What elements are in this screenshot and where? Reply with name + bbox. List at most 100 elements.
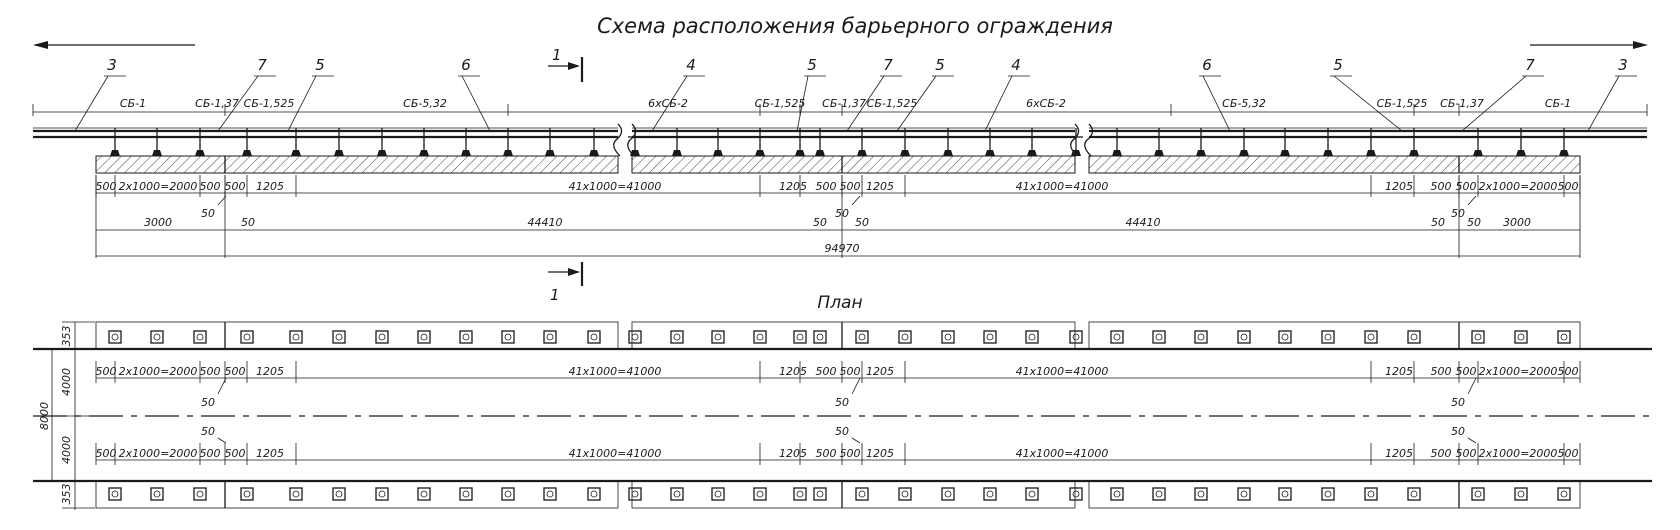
section-mark-bottom: 1 [548, 262, 584, 304]
plan-post [332, 487, 346, 501]
plan-post [1237, 330, 1251, 344]
plan-post-dimension: 1205 [256, 447, 284, 460]
plan-row-top [95, 321, 1581, 350]
dim-offset-bottom: 353 [60, 484, 73, 505]
plan-title: План [817, 293, 862, 313]
plan-post-dimension: 1205 [779, 365, 807, 378]
post [1025, 128, 1039, 156]
post [543, 128, 557, 156]
plan-post [670, 330, 684, 344]
plan-post [711, 487, 725, 501]
overall-dimension: 50 [855, 216, 869, 229]
segment-label: 6хСБ-2 [1026, 97, 1066, 110]
plan-post [983, 330, 997, 344]
callout-number: 5 [807, 56, 817, 74]
post [1278, 128, 1292, 156]
plan-post [1194, 487, 1208, 501]
plan-post [150, 487, 164, 501]
post-dimension: 500 [816, 180, 837, 193]
plan-post [150, 330, 164, 344]
segment-label: СБ-1,37 [1440, 97, 1484, 110]
plan-post [1557, 330, 1571, 344]
gap-dimension: 50 [201, 207, 215, 220]
post [1110, 128, 1124, 156]
total-length: 94970 [825, 242, 860, 255]
plan-post [1471, 330, 1485, 344]
callout-number: 4 [1011, 56, 1021, 74]
plan-post-dimension: 500 [96, 365, 117, 378]
post-dimension: 1205 [256, 180, 284, 193]
plan-post [1025, 487, 1039, 501]
plan-post [670, 487, 684, 501]
post [1152, 128, 1166, 156]
post-dimension: 1205 [779, 180, 807, 193]
plan-post-dimension: 1205 [866, 447, 894, 460]
post-dimension: 500 [225, 180, 246, 193]
plan-gap-dimension: 50 [1451, 396, 1465, 409]
plan-post [855, 487, 869, 501]
plan-post [108, 330, 122, 344]
plan-post [1471, 487, 1485, 501]
callout-number: 6 [1202, 56, 1212, 74]
plan-post [332, 330, 346, 344]
post [983, 128, 997, 156]
plan-post [898, 330, 912, 344]
segment-label: СБ-1,525 [1377, 97, 1428, 110]
direction-arrow-right [1530, 41, 1648, 49]
dim-half-width-bottom: 4000 [60, 436, 73, 464]
plan-post [941, 487, 955, 501]
plan-post [543, 487, 557, 501]
gap-dimension: 50 [1451, 207, 1465, 220]
plan-post [375, 330, 389, 344]
post [793, 128, 807, 156]
plan-post-dimension: 2x1000=2000 [1479, 447, 1558, 460]
post [1557, 128, 1571, 156]
plan-gap-dimension: 50 [1451, 425, 1465, 438]
plan-gap-dimension: 50 [201, 425, 215, 438]
overall-dimension: 44410 [1126, 216, 1161, 229]
post [417, 128, 431, 156]
segment-label: СБ-5,32 [1222, 97, 1266, 110]
plan-post-dimension: 500 [1558, 447, 1579, 460]
post [1364, 128, 1378, 156]
post-dimension: 2x1000=2000 [119, 180, 198, 193]
plan-row-bottom [95, 480, 1581, 509]
plan-post [1514, 330, 1528, 344]
overall-dimension: 50 [241, 216, 255, 229]
plan-post-dimension: 41x1000=41000 [569, 365, 662, 378]
plan-post-dimension: 500 [225, 365, 246, 378]
plan-post [1514, 487, 1528, 501]
post [150, 128, 164, 156]
plan-post [289, 330, 303, 344]
segment-label: СБ-1 [120, 97, 146, 110]
plan-post [813, 330, 827, 344]
plan-post [1069, 487, 1083, 501]
plan-post [941, 330, 955, 344]
drawing-title: Схема расположения барьерного ограждения [597, 14, 1113, 38]
plan-post [417, 330, 431, 344]
plan-post [1321, 487, 1335, 501]
plan-post [753, 330, 767, 344]
post [1514, 128, 1528, 156]
plan-post [1364, 330, 1378, 344]
plan-post [753, 487, 767, 501]
plan-post-dimension: 500 [816, 447, 837, 460]
plan-post-dimension: 1205 [866, 365, 894, 378]
plan-post [711, 330, 725, 344]
dim-half-width-top: 4000 [60, 368, 73, 396]
segment-label: СБ-5,32 [403, 97, 447, 110]
plan-post-dimension: 500 [200, 447, 221, 460]
callout-number: 3 [1618, 56, 1628, 74]
post [711, 128, 725, 156]
section-mark-top: 1 [548, 46, 584, 82]
plan-gap-dimension: 50 [835, 425, 849, 438]
plan-post [813, 487, 827, 501]
plan-post [501, 330, 515, 344]
plan-post [1278, 330, 1292, 344]
plan-post [193, 330, 207, 344]
plan-post-dimension: 500 [816, 365, 837, 378]
plan-post-dimension: 500 [1431, 447, 1452, 460]
overall-dimension: 50 [813, 216, 827, 229]
